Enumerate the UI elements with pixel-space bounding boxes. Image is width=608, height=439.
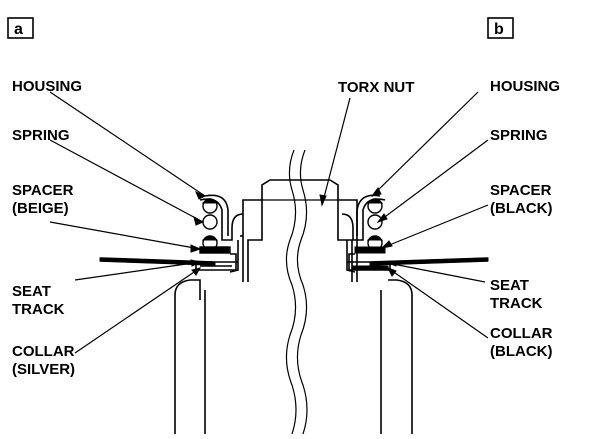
right-leader-lines (319, 91, 489, 339)
label-collar-left-line1: COLLAR (12, 343, 75, 360)
label-collar-right-line1: COLLAR (490, 325, 553, 342)
label-torx-nut: TORX NUT (338, 79, 414, 96)
label-spring-right: SPRING (490, 127, 548, 144)
cylinder-body (174, 279, 413, 434)
label-spring-left: SPRING (12, 127, 70, 144)
label-collar-right-line2: (BLACK) (490, 343, 552, 360)
label-seat-right-line1: SEAT (490, 277, 529, 294)
left-leader-lines (49, 91, 207, 354)
label-track-right-line2: TRACK (490, 295, 543, 312)
label-housing-right: HOUSING (490, 78, 560, 95)
label-spacer-right-line2: (BLACK) (490, 200, 552, 217)
right-spacer (354, 246, 386, 254)
label-housing-left: HOUSING (12, 78, 82, 95)
left-seat-track (99, 257, 238, 266)
left-collar (195, 253, 237, 271)
label-spacer-left-line1: SPACER (12, 182, 74, 199)
panel-tag-a: a (7, 17, 34, 39)
label-seat-left-line1: SEAT (12, 283, 51, 300)
panel-tag-a-text: a (14, 21, 23, 38)
right-labels: TORX NUT HOUSING SPRING SPACER (BLACK) S… (338, 78, 560, 360)
right-seat-track (347, 257, 489, 266)
left-labels: HOUSING SPRING SPACER (BEIGE) SEAT TRACK… (12, 78, 82, 378)
panel-tag-b: b (487, 17, 514, 39)
left-spacer (199, 246, 231, 254)
label-track-left-line2: TRACK (12, 301, 65, 318)
center-shaft (285, 149, 308, 435)
torx-nut (242, 179, 358, 282)
label-collar-left-line2: (SILVER) (12, 361, 75, 378)
panel-tag-b-text: b (494, 21, 504, 38)
left-spring-balls (201, 198, 219, 251)
right-spring-balls (366, 198, 384, 251)
label-spacer-left-line2: (BEIGE) (12, 200, 69, 217)
label-spacer-right-line1: SPACER (490, 182, 552, 199)
